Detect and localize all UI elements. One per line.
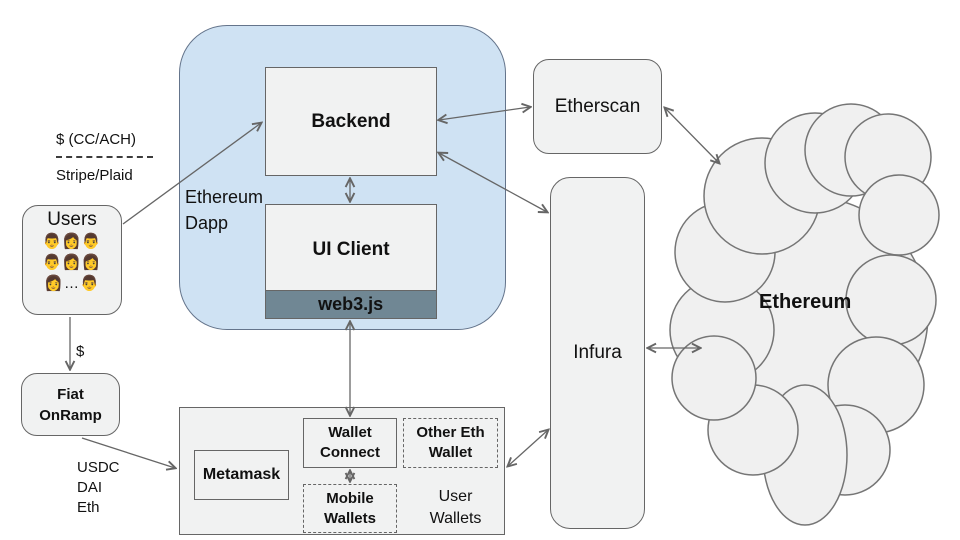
mobile-wallets-label: Mobile Wallets bbox=[324, 489, 376, 527]
payment-divider-line bbox=[56, 156, 153, 158]
web3js-bar: web3.js bbox=[264, 290, 437, 320]
users-label: Users bbox=[47, 209, 97, 230]
fiat-onramp-label: Fiat OnRamp bbox=[39, 385, 102, 424]
ethereum-cloud-label: Ethereum bbox=[759, 291, 852, 313]
stripe-plaid-label: Stripe/Plaid bbox=[56, 167, 133, 184]
ui-client-label: UI Client bbox=[312, 238, 390, 260]
cc-ach-label: $ (CC/ACH) bbox=[56, 131, 137, 148]
backend-node: Backend bbox=[265, 67, 437, 176]
wallet-connect-label: Wallet Connect bbox=[320, 424, 380, 461]
users-node: Users 👨👩👨 👨👩👩 👩…👨 bbox=[22, 205, 122, 315]
metamask-label: Metamask bbox=[202, 466, 281, 483]
ethereum-dapp-label: Ethereum Dapp bbox=[185, 187, 264, 233]
users-avatars-row2: 👨👩👩 bbox=[42, 254, 102, 271]
metamask-node: Metamask bbox=[194, 450, 289, 500]
infura-node: Infura bbox=[550, 177, 645, 529]
ui-client-node: UI Client web3.js bbox=[264, 204, 437, 320]
wallet-connect-node: Wallet Connect bbox=[303, 418, 397, 468]
other-eth-wallet-node: Other Eth Wallet bbox=[403, 418, 498, 468]
dollar-label: $ bbox=[76, 343, 85, 360]
web3js-label: web3.js bbox=[318, 294, 384, 315]
users-avatars-row3: 👩…👨 bbox=[44, 275, 100, 292]
etherscan-label: Etherscan bbox=[554, 95, 641, 117]
fiat-onramp-node: Fiat OnRamp bbox=[21, 373, 120, 436]
other-eth-wallet-label: Other Eth Wallet bbox=[416, 424, 485, 461]
etherscan-node: Etherscan bbox=[533, 59, 662, 154]
user-wallets-label: User Wallets bbox=[429, 488, 482, 527]
users-avatars-row1: 👨👩👨 bbox=[42, 233, 102, 250]
tokens-label: USDC DAI Eth bbox=[77, 459, 120, 516]
mobile-wallets-node: Mobile Wallets bbox=[303, 484, 397, 533]
infura-label: Infura bbox=[573, 342, 622, 363]
backend-label: Backend bbox=[311, 110, 391, 132]
